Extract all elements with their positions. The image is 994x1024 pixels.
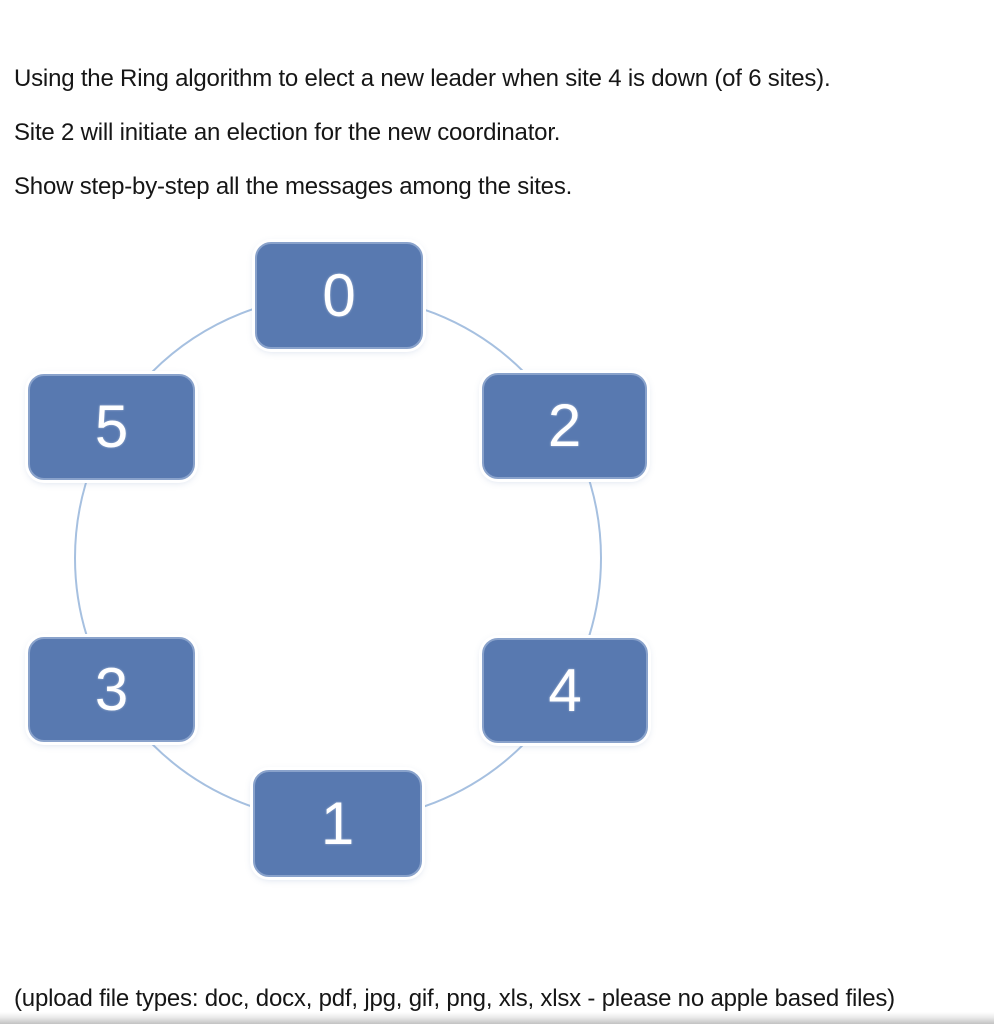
ring-node-0: 0: [255, 242, 423, 349]
bottom-fade: [0, 1012, 994, 1024]
ring-node-label: 1: [320, 789, 355, 857]
ring-node-2: 2: [482, 373, 647, 479]
instruction-line-3: Show step-by-step all the messages among…: [14, 173, 573, 200]
instruction-line-1: Using the Ring algorithm to elect a new …: [14, 65, 831, 92]
ring-node-label: 5: [94, 393, 129, 460]
ring-node-label: 0: [322, 261, 356, 329]
upload-note: (upload file types: doc, docx, pdf, jpg,…: [14, 985, 895, 1012]
ring-node-label: 2: [547, 392, 582, 459]
ring-node-label: 3: [94, 655, 129, 723]
instructions-block: Using the Ring algorithm to elect a new …: [14, 66, 934, 228]
ring-node-label: 4: [548, 656, 582, 724]
instruction-line-2: Site 2 will initiate an election for the…: [14, 119, 561, 146]
ring-node-3: 3: [28, 637, 195, 742]
ring-node-4: 4: [482, 638, 648, 743]
ring-node-5: 5: [28, 374, 195, 480]
ring-node-1: 1: [253, 770, 422, 877]
